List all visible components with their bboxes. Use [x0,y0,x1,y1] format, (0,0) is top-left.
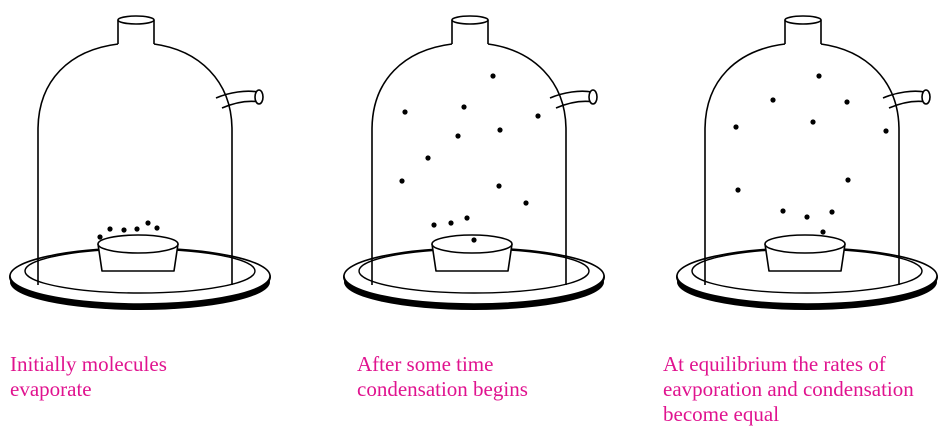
molecule [134,226,140,232]
molecule [464,215,470,221]
panel-equilibrium: At equilibrium the rates of eavporation … [663,0,942,443]
molecule [121,227,127,233]
molecules [733,73,889,235]
molecule [461,104,467,110]
molecule [497,127,503,133]
molecule [816,73,822,79]
molecule [399,178,405,184]
panel-initial-evaporation: Initially molecules evaporate [0,0,340,443]
bell-jar-apparatus-3 [676,15,938,310]
caption-equilibrium: At equilibrium the rates of eavporation … [663,352,914,426]
molecule [455,133,461,139]
molecule [145,220,151,226]
molecule [804,214,810,220]
molecules [399,73,541,243]
molecule [490,73,496,79]
molecule [820,229,826,235]
bell-jar-apparatus-2 [343,15,605,310]
molecule [431,222,437,228]
molecule [535,113,541,119]
bell-jar [704,15,931,285]
bell-jar [37,15,264,285]
caption-initial: Initially molecules evaporate [10,352,167,401]
molecules [97,220,160,240]
molecule [425,155,431,161]
molecule [733,124,739,130]
bell-jar [371,15,598,285]
molecule [735,187,741,193]
molecule [97,234,103,240]
molecule [448,220,454,226]
molecule [810,119,816,125]
molecule [770,97,776,103]
dish [431,234,513,272]
molecule [829,209,835,215]
molecule [154,225,160,231]
caption-condensation: After some time condensation begins [357,352,528,401]
panel-condensation-begins: After some time condensation begins [334,0,674,443]
molecule [523,200,529,206]
molecule [844,99,850,105]
molecule [845,177,851,183]
molecule [883,128,889,134]
molecule [107,226,113,232]
base-plate [343,247,605,310]
molecule [402,109,408,115]
molecule [471,237,477,243]
dish [764,234,846,272]
base-plate [676,247,938,310]
base-plate [9,247,271,310]
dish [97,234,179,272]
molecule [496,183,502,189]
bell-jar-apparatus-1 [9,15,271,310]
molecule [780,208,786,214]
